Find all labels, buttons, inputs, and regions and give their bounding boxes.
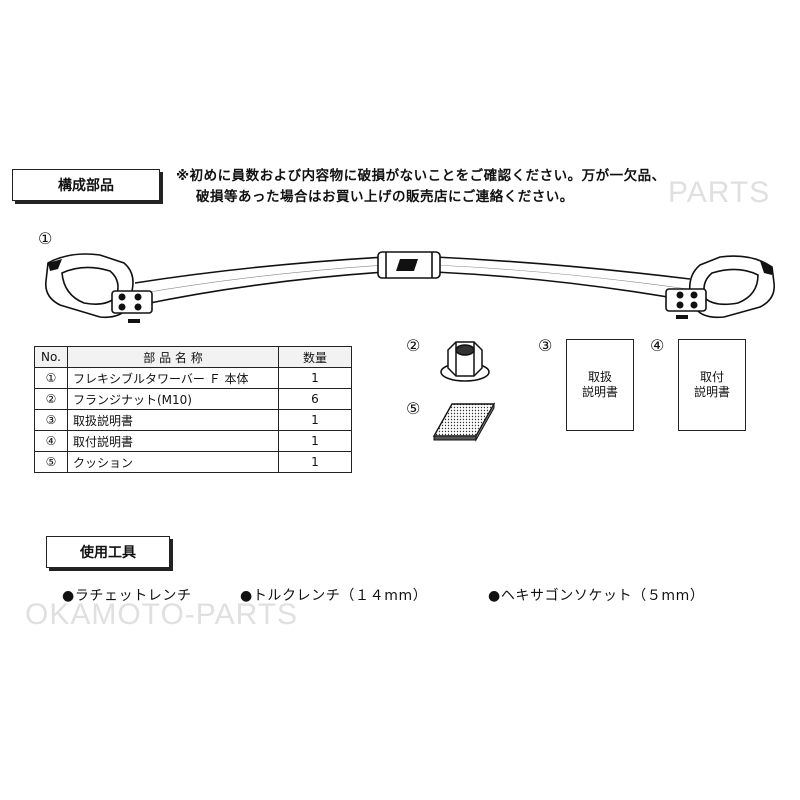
- watermark-bottom: OKAMOTO-PARTS: [25, 598, 299, 631]
- tool-ratchet-wrench: ●ラチェットレンチ: [62, 588, 192, 604]
- cushion-illustration: [432, 402, 496, 442]
- table-row: ② フランジナット(M10) 6: [34, 388, 352, 410]
- install-manual-line2: 説明書: [693, 385, 730, 399]
- row-name: 取扱説明書: [67, 409, 279, 431]
- row-name: 取付説明書: [67, 430, 279, 452]
- row-qty: 1: [278, 409, 352, 431]
- row-name: クッション: [67, 451, 279, 473]
- row-qty: 1: [278, 367, 352, 389]
- table-row: ③ 取扱説明書 1: [34, 409, 352, 431]
- flange-nut-illustration: [440, 341, 490, 382]
- row-no: ③: [34, 409, 68, 431]
- notice-line-1: ※初めに員数および内容物に破損がないことをご確認ください。万が一欠品、: [176, 168, 666, 184]
- table-header-row: No. 部 品 名 称 数量: [34, 346, 352, 368]
- handling-manual: 取扱 説明書: [566, 339, 634, 431]
- row-no: ⑤: [34, 451, 68, 473]
- figure-label-4: ④: [650, 336, 665, 355]
- row-qty: 1: [278, 451, 352, 473]
- install-manual: 取付 説明書: [678, 339, 746, 431]
- figure-label-5: ⑤: [406, 399, 421, 418]
- row-name: フレキシブルタワーバー Ｆ 本体: [67, 367, 279, 389]
- watermark-top: PARTS: [668, 176, 771, 209]
- table-row: ④ 取付説明書 1: [34, 430, 352, 452]
- install-manual-line1: 取付: [699, 370, 724, 384]
- row-qty: 1: [278, 430, 352, 452]
- tool-torque-wrench: ●トルクレンチ（１４mm）: [240, 588, 428, 604]
- table-row: ⑤ クッション 1: [34, 451, 352, 473]
- parts-section-label: 構成部品: [12, 169, 160, 201]
- row-name: フランジナット(M10): [67, 388, 279, 410]
- row-qty: 6: [278, 388, 352, 410]
- tool-hexagon-socket: ●ヘキサゴンソケット（５mm）: [488, 588, 705, 604]
- tower-bar-illustration: [44, 251, 776, 323]
- figure-label-3: ③: [538, 336, 553, 355]
- row-no: ④: [34, 430, 68, 452]
- header-no: No.: [34, 346, 68, 368]
- notice-line-2: 破損等あった場合はお買い上げの販売店にご連絡ください。: [196, 189, 574, 205]
- parts-table: No. 部 品 名 称 数量 ① フレキシブルタワーバー Ｆ 本体 1 ② フラ…: [34, 346, 352, 473]
- figure-label-2: ②: [406, 336, 421, 355]
- handling-manual-line1: 取扱: [587, 370, 612, 384]
- row-no: ②: [34, 388, 68, 410]
- row-no: ①: [34, 367, 68, 389]
- figure-label-1: ①: [38, 229, 53, 248]
- tools-section-label: 使用工具: [46, 536, 170, 568]
- handling-manual-line2: 説明書: [581, 385, 618, 399]
- header-qty: 数量: [278, 346, 352, 368]
- header-name: 部 品 名 称: [67, 346, 279, 368]
- table-row: ① フレキシブルタワーバー Ｆ 本体 1: [34, 367, 352, 389]
